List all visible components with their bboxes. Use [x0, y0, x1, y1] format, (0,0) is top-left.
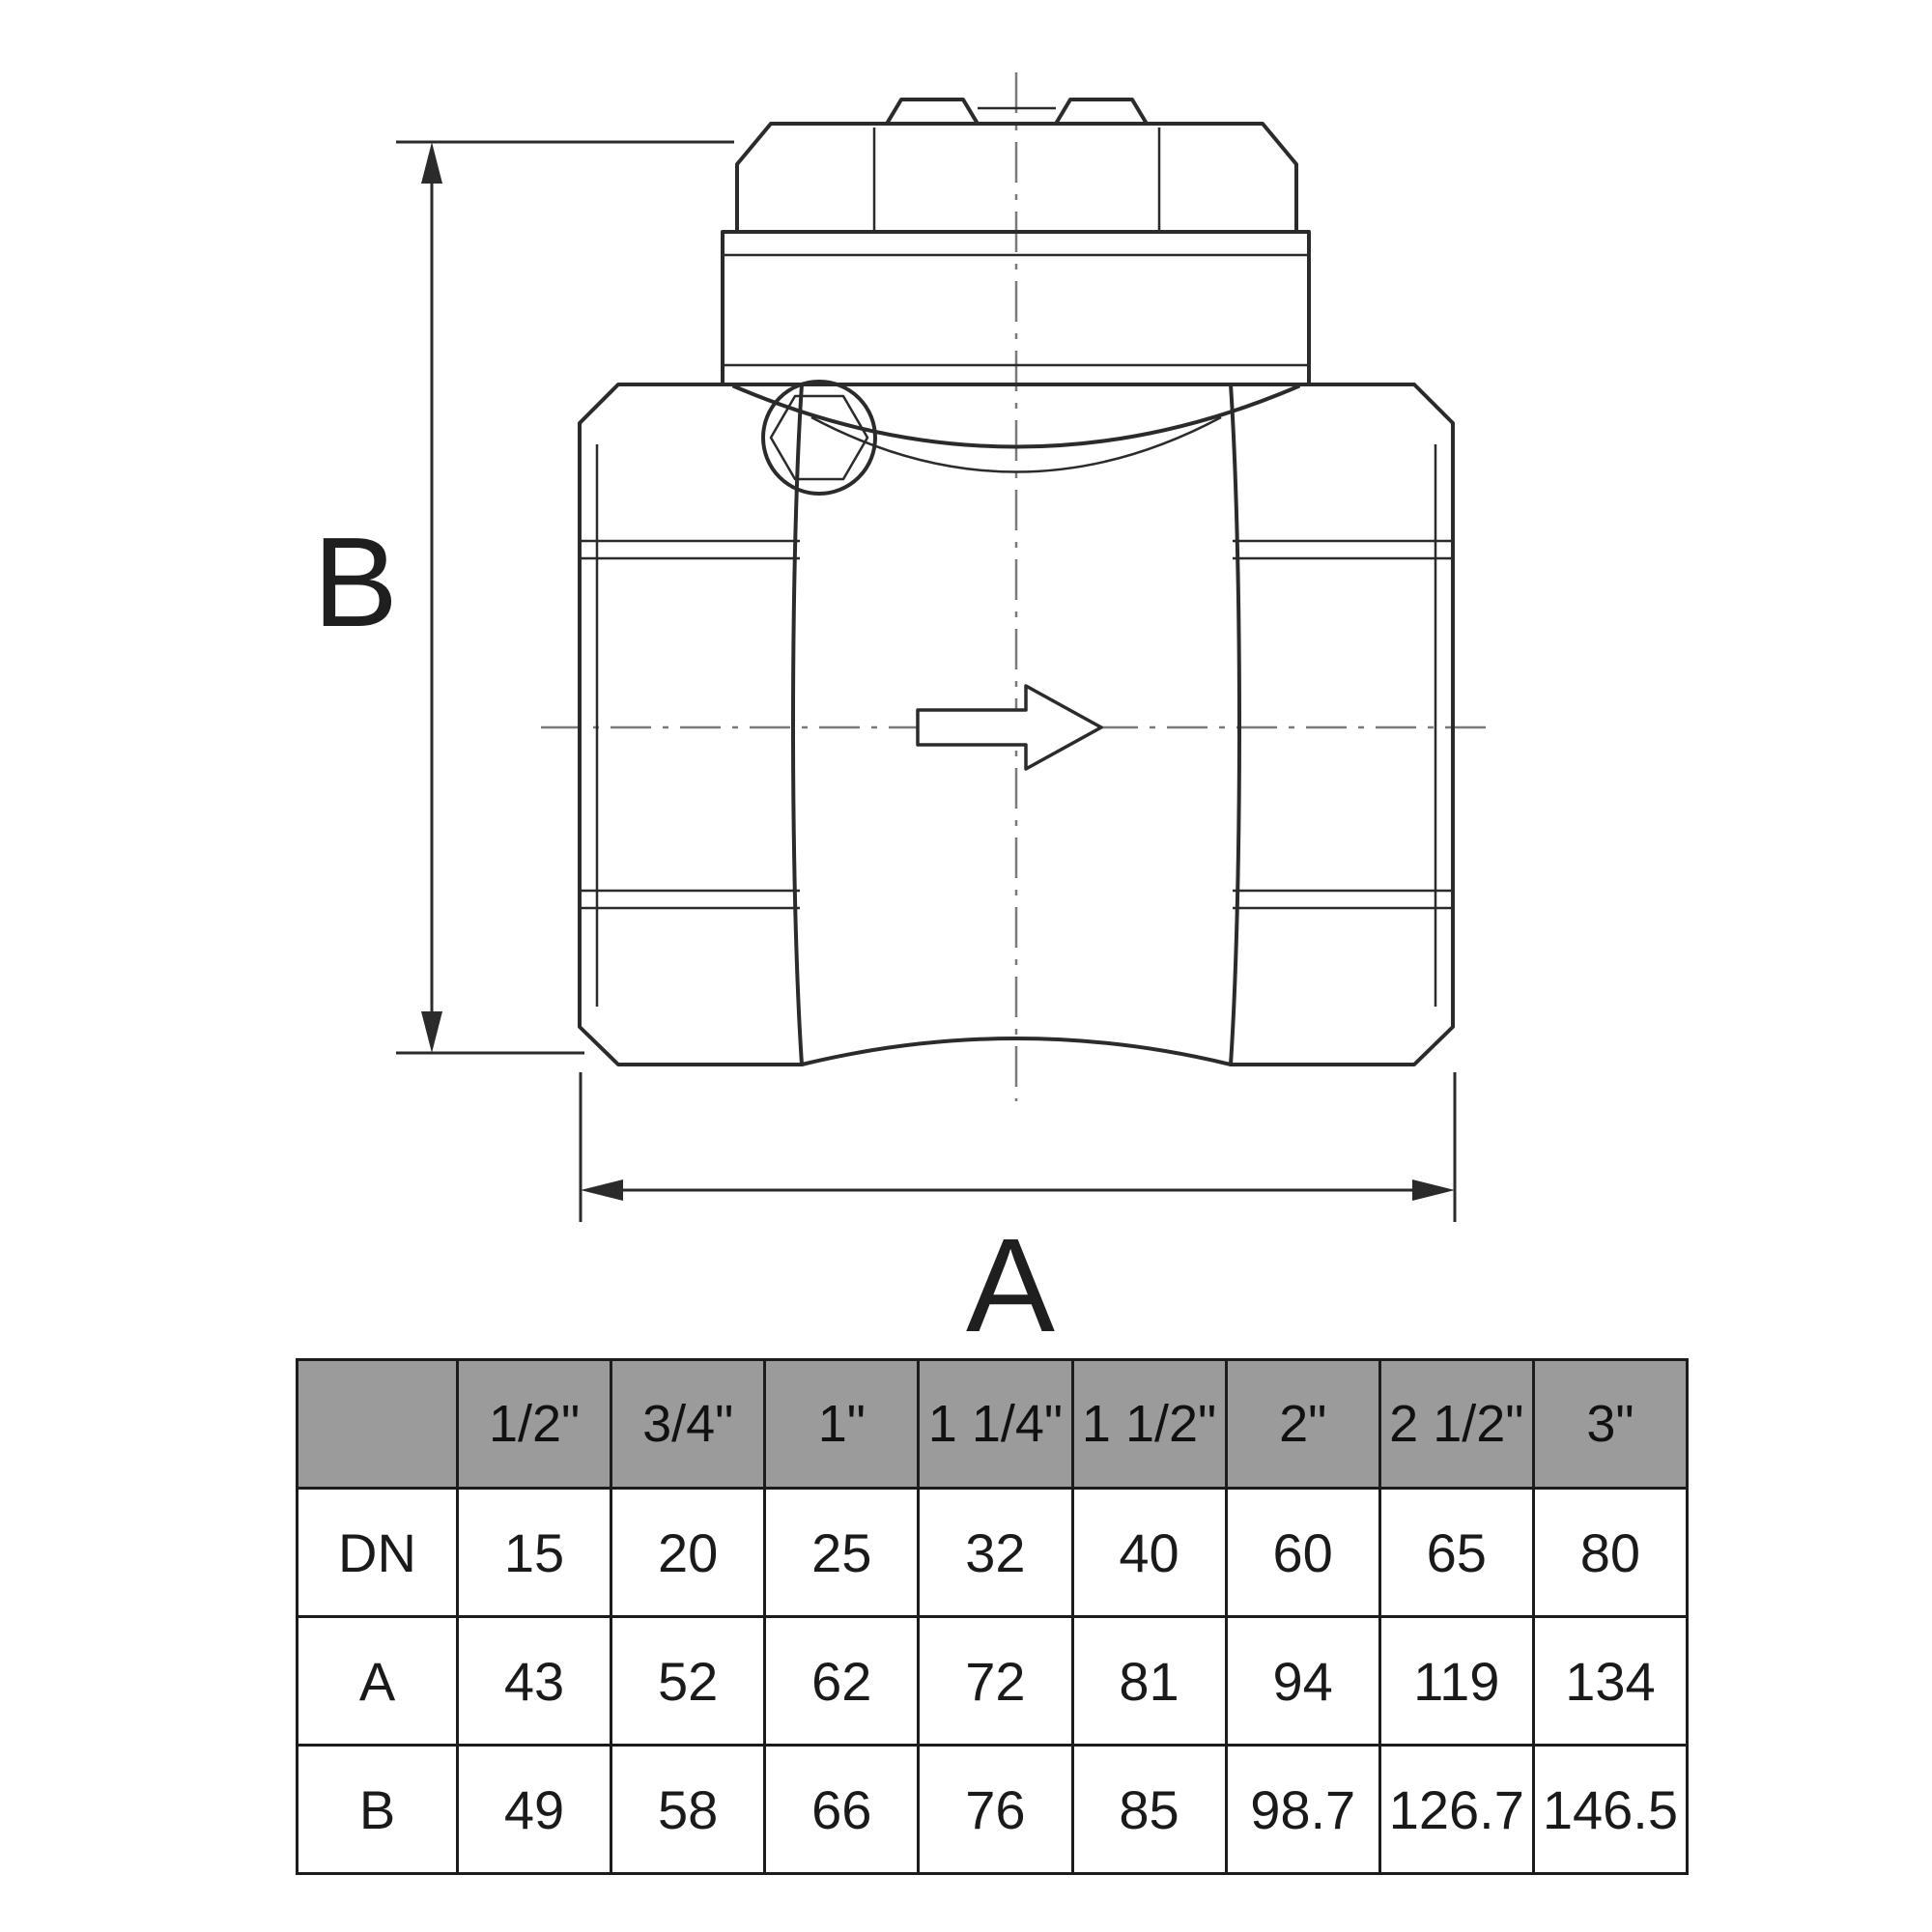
table-cell: 66	[763, 1744, 921, 1875]
table-cell: 85	[1070, 1744, 1228, 1875]
left-port	[578, 383, 804, 1066]
hex-plug	[761, 380, 877, 496]
valve-body-outline	[732, 384, 1300, 1066]
table-row-label: DN	[296, 1487, 459, 1618]
right-port	[1229, 383, 1455, 1066]
table-cell: 76	[917, 1744, 1074, 1875]
table-cell: 126.7	[1378, 1744, 1535, 1875]
valve-cap-bolts	[735, 98, 1298, 234]
table-row-label: A	[296, 1615, 459, 1747]
table-header-row: 1/2"3/4"1"1 1/4"1 1/2"2"2 1/2"3"	[296, 1358, 1690, 1490]
table-row-label: B	[296, 1744, 459, 1875]
table-cell: 32	[917, 1487, 1074, 1618]
table-corner-cell	[296, 1358, 459, 1490]
table-cell: 15	[455, 1487, 613, 1618]
table-header-cell: 1 1/4"	[917, 1358, 1074, 1490]
table-header-cell: 1 1/2"	[1070, 1358, 1228, 1490]
flow-arrow-icon	[916, 684, 1103, 771]
table-cell: 80	[1531, 1487, 1690, 1618]
table-cell: 119	[1378, 1615, 1535, 1747]
table-cell: 49	[455, 1744, 613, 1875]
table-cell: 72	[917, 1615, 1074, 1747]
valve-diagram: B A	[313, 72, 1497, 1352]
table-cell: 58	[610, 1744, 767, 1875]
dimension-b: B	[313, 140, 734, 1055]
table-cell: 81	[1070, 1615, 1228, 1747]
table-cell: 52	[610, 1615, 767, 1747]
table-cell: 60	[1224, 1487, 1381, 1618]
table-cell: 62	[763, 1615, 921, 1747]
table-cell: 146.5	[1531, 1744, 1690, 1875]
table-cell: 98.7	[1224, 1744, 1381, 1875]
table-header-cell: 3/4"	[610, 1358, 767, 1490]
dimension-b-label: B	[313, 511, 398, 653]
table-cell: 65	[1378, 1487, 1535, 1618]
table-cell: 134	[1531, 1615, 1690, 1747]
table-header-cell: 1/2"	[455, 1358, 613, 1490]
table-cell: 40	[1070, 1487, 1228, 1618]
table-cell: 43	[455, 1615, 613, 1747]
dimension-a: A	[579, 1072, 1457, 1352]
table-header-cell: 3"	[1531, 1358, 1690, 1490]
dimension-a-label: A	[966, 1211, 1055, 1352]
table-header-cell: 1"	[763, 1358, 921, 1490]
table-header-cell: 2 1/2"	[1378, 1358, 1535, 1490]
table-cell: 20	[610, 1487, 767, 1618]
table-cell: 25	[763, 1487, 921, 1618]
table-header-cell: 2"	[1224, 1358, 1381, 1490]
table-cell: 94	[1224, 1615, 1381, 1747]
